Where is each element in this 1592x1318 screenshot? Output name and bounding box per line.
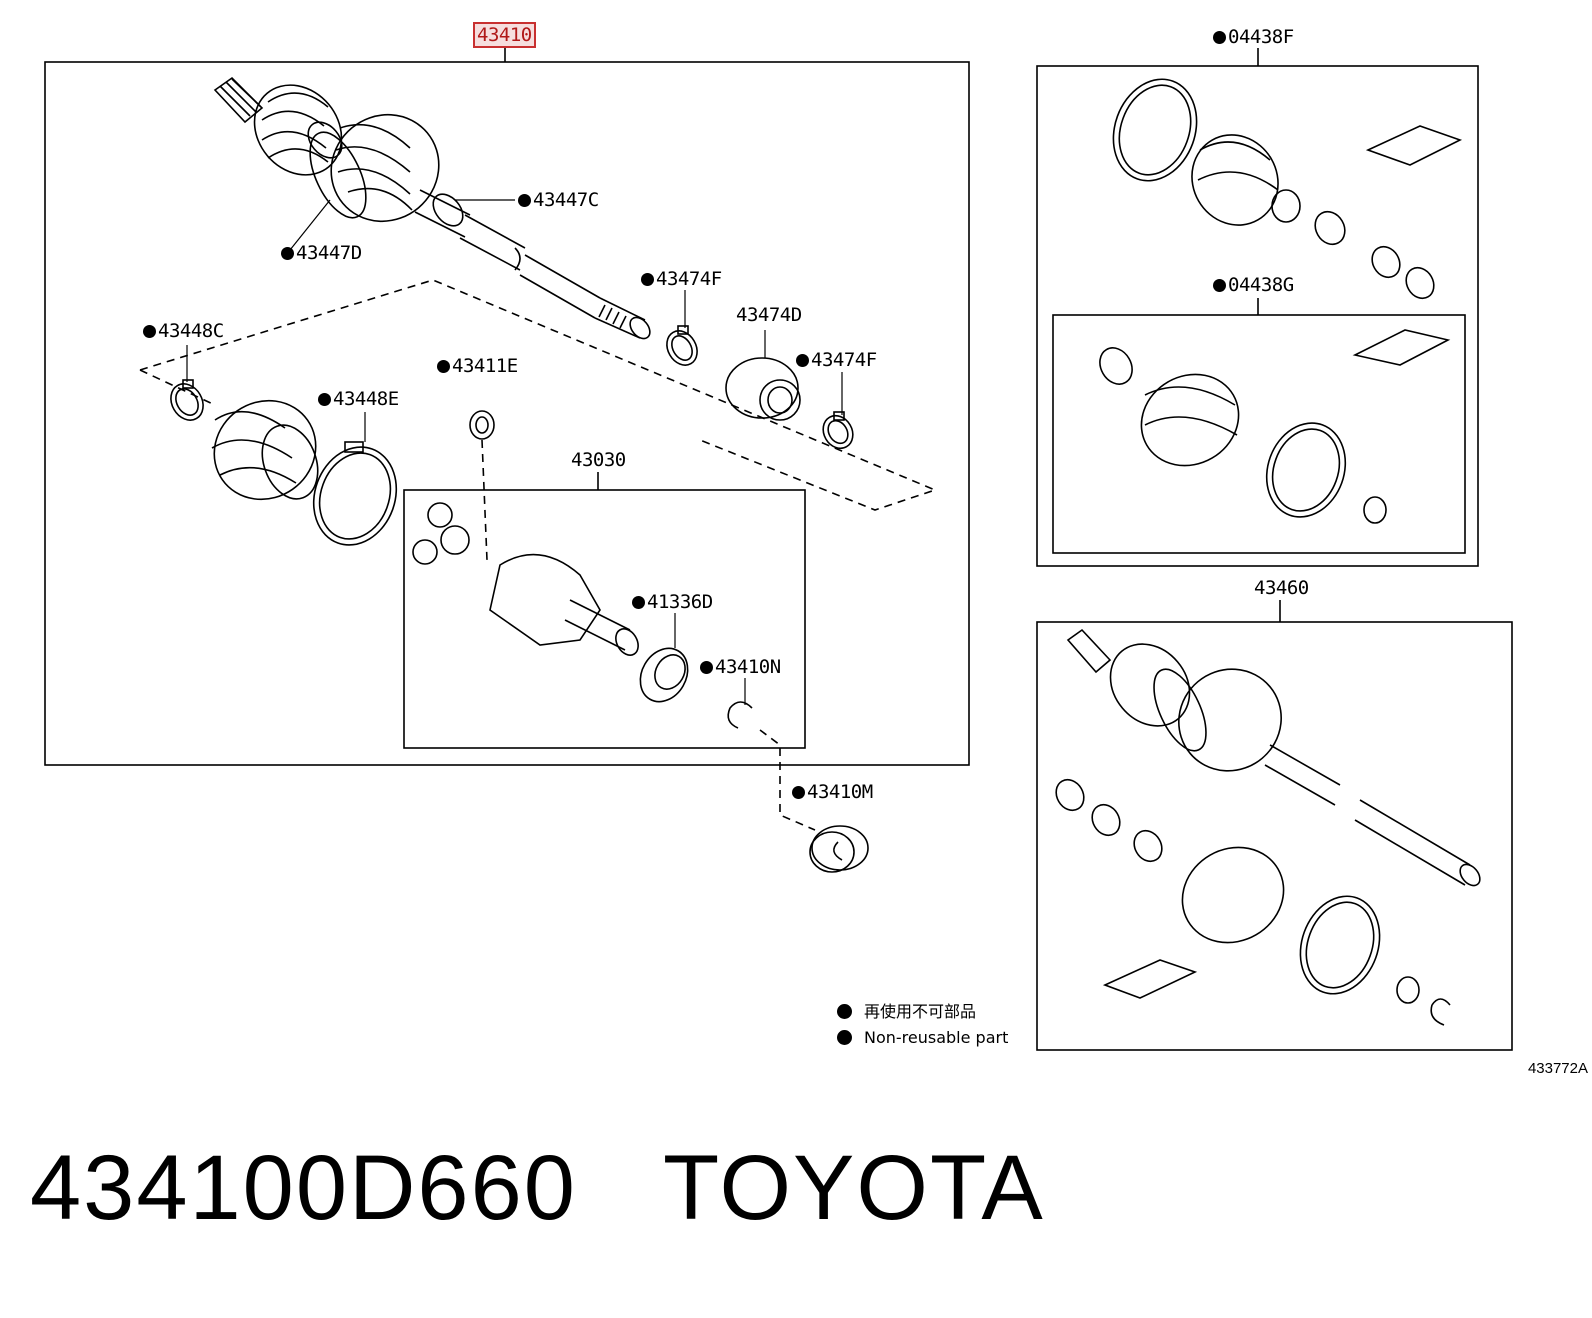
clamp-43474F-top [666,325,698,366]
snap-ring-43410N [727,701,753,729]
callout-leaders [186,199,843,705]
boot-kit-inner-frame [1052,314,1466,554]
non-reusable-dot-icon [1213,279,1226,292]
non-reusable-dot-icon [792,786,805,799]
callout-43474F-top: 43474F [641,268,722,290]
non-reusable-dot-icon [318,393,331,406]
legend-dot-icon [837,1030,852,1045]
caption-brand: TOYOTA [662,1137,1045,1239]
boot-kit-outer-label: 04438F [1213,26,1294,48]
damper-43474D [725,357,801,421]
callout-43411E: 43411E [437,355,518,377]
boot-kit-inner-illustration [1099,329,1451,524]
main-assembly-part-label[interactable]: 43410 [473,22,536,48]
clamp-43448C [170,379,204,421]
callout-43410N: 43410N [700,656,781,678]
main-assembly-frame [44,61,970,766]
callout-43448E: 43448E [318,388,399,410]
callout-43448C: 43448C [143,320,224,342]
legend-dot-icon [837,1004,852,1019]
non-reusable-dot-icon [796,354,809,367]
callout-41336D: 41336D [632,591,713,613]
callout-43030: 43030 [571,449,626,471]
caption-part-number: 434100D660 [30,1137,577,1239]
callout-43410M: 43410M [792,781,873,803]
figure-reference: 433772A [1527,1060,1588,1077]
clamp-43448E [312,441,398,546]
legend-japanese: 再使用不可部品 [837,1002,976,1022]
main-assembly-part-number[interactable]: 43410 [473,22,536,48]
tripod-joint-illustration [412,502,470,565]
drive-shaft-illustration [213,76,651,340]
clamp-43474F-bottom [822,411,854,450]
non-reusable-dot-icon [1213,31,1226,44]
callout-43474D: 43474D [736,304,802,326]
assembly-lh-label: 43460 [1254,577,1309,599]
callout-43447D: 43447D [281,242,362,264]
non-reusable-dot-icon [632,596,645,609]
inner-joint-frame [403,489,806,749]
boot-inner-main [211,399,319,501]
assembly-lh-frame [1036,621,1513,1051]
non-reusable-dot-icon [700,661,713,674]
callout-43474F-bottom: 43474F [796,349,877,371]
caption: 434100D660 TOYOTA [30,1138,1045,1238]
assembly-lh-illustration [1055,628,1481,1026]
non-reusable-dot-icon [437,360,450,373]
inner-joint-housing [489,553,639,656]
dust-cover-43410M [809,825,869,873]
callout-43447C: 43447C [518,189,599,211]
boot-kit-outer-illustration [1112,78,1463,300]
legend-english: Non-reusable part [837,1028,1008,1048]
non-reusable-dot-icon [518,194,531,207]
boot-kit-outer-frame [1036,65,1479,567]
snap-ring-43411E [469,410,495,440]
boot-kit-inner-label: 04438G [1213,274,1294,296]
boot-kit-dashed-outline [139,279,938,511]
seal-41336D [639,647,689,703]
non-reusable-dot-icon [641,273,654,286]
non-reusable-dot-icon [281,247,294,260]
non-reusable-dot-icon [143,325,156,338]
